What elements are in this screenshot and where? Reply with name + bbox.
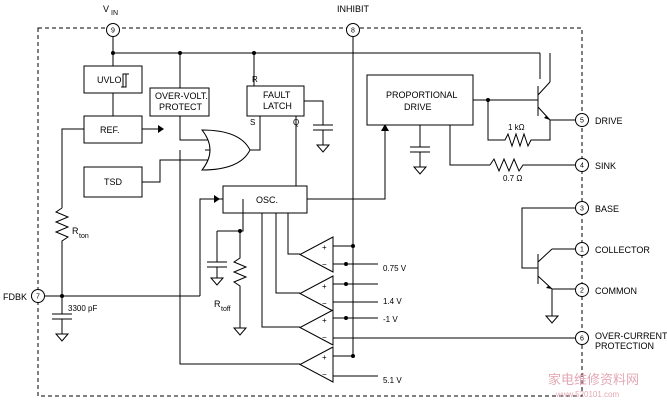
ref-51v: 5.1 V <box>383 376 402 385</box>
rton-label: R <box>72 226 79 236</box>
watermark-url: www.520101.com <box>555 390 619 399</box>
collector-num: 1 <box>580 247 584 254</box>
pin-drive: 5 DRIVE <box>575 113 623 127</box>
svg-text:+: + <box>322 316 327 325</box>
ref-label: REF. <box>100 125 120 135</box>
base-num: 3 <box>580 206 584 213</box>
latch-s: S <box>250 118 255 127</box>
uvlo-block: UVLO <box>83 65 143 94</box>
svg-text:+: + <box>322 243 327 252</box>
cap-label: 3300 pF <box>68 304 97 313</box>
comparator-1: + − <box>298 236 334 273</box>
collector-label: COLLECTOR <box>595 245 650 255</box>
prop-label-1: PROPORTIONAL <box>386 90 457 100</box>
rtoff-sub: toff <box>221 306 231 313</box>
overcurrent-label-1: OVER-CURRENT <box>595 331 667 341</box>
osc-block: OSC. <box>222 185 308 214</box>
pin-overcurrent: 6 OVER-CURRENT PROTECTION <box>575 331 667 351</box>
pin-common: 2 COMMON <box>575 283 637 297</box>
drive-transistor <box>537 53 570 121</box>
base-label: BASE <box>595 204 619 214</box>
sink-label: SINK <box>595 161 616 171</box>
comparator-2: + − <box>298 275 334 312</box>
sink-num: 4 <box>580 163 584 170</box>
overvolt-label-1: OVER-VOLT. <box>155 91 208 101</box>
svg-text:−: − <box>322 370 327 379</box>
pin-sink: 4 SINK <box>575 158 616 172</box>
inhibit-label: INHIBIT <box>337 4 370 14</box>
rtoff-label: R <box>214 299 221 309</box>
tsd-block: TSD <box>83 166 143 198</box>
latch-r: R <box>252 75 258 84</box>
rton-sub: ton <box>79 233 89 240</box>
svg-text:−: − <box>322 299 327 308</box>
vin-sub: IN <box>111 10 118 17</box>
output-transistor <box>521 207 575 324</box>
ref-block: REF. <box>83 115 143 144</box>
fdbk-num: 7 <box>36 294 40 301</box>
fault-latch-block: FAULT LATCH R S Q <box>246 75 305 127</box>
comparator-4: + − <box>298 346 334 383</box>
uvlo-label: UVLO <box>97 75 122 85</box>
ref-14v: 1.4 V <box>383 297 402 306</box>
tsd-label: TSD <box>104 177 123 187</box>
pin-base: 3 BASE <box>575 201 619 215</box>
pin-vin: V IN 9 <box>103 4 120 37</box>
common-label: COMMON <box>595 286 637 296</box>
pin-inhibit: INHIBIT 8 <box>337 4 370 37</box>
vin-label: V <box>103 4 109 14</box>
overvolt-label-2: PROTECT <box>159 102 203 112</box>
svg-text:−: − <box>322 260 327 269</box>
ref-m1v: -1 V <box>383 315 398 324</box>
fault-label-2: LATCH <box>263 101 292 111</box>
osc-label: OSC. <box>256 195 278 205</box>
overcurrent-num: 6 <box>580 336 584 343</box>
pin-fdbk: FDBK 7 <box>3 289 45 303</box>
svg-text:−: − <box>322 333 327 342</box>
svg-text:+: + <box>322 282 327 291</box>
drive-label: DRIVE <box>595 116 623 126</box>
overcurrent-label-2: PROTECTION <box>595 341 654 351</box>
prop-label-2: DRIVE <box>404 102 432 112</box>
drive-num: 5 <box>580 118 584 125</box>
fault-label-1: FAULT <box>263 90 291 100</box>
vin-num: 9 <box>111 28 115 35</box>
r07-label: 0.7 Ω <box>503 174 522 183</box>
ref-075v: 0.75 V <box>383 264 407 273</box>
pin-collector: 1 COLLECTOR <box>575 242 650 256</box>
svg-text:+: + <box>322 353 327 362</box>
inhibit-num: 8 <box>351 28 355 35</box>
fdbk-label: FDBK <box>3 292 27 302</box>
common-num: 2 <box>580 288 584 295</box>
comparator-3: + − <box>298 309 334 346</box>
proportional-drive-block: PROPORTIONAL DRIVE <box>366 74 474 126</box>
overvolt-block: OVER-VOLT. PROTECT <box>149 87 210 117</box>
watermark: 家电维修资料网 <box>548 372 639 388</box>
r1k-label: 1 kΩ <box>508 123 525 132</box>
